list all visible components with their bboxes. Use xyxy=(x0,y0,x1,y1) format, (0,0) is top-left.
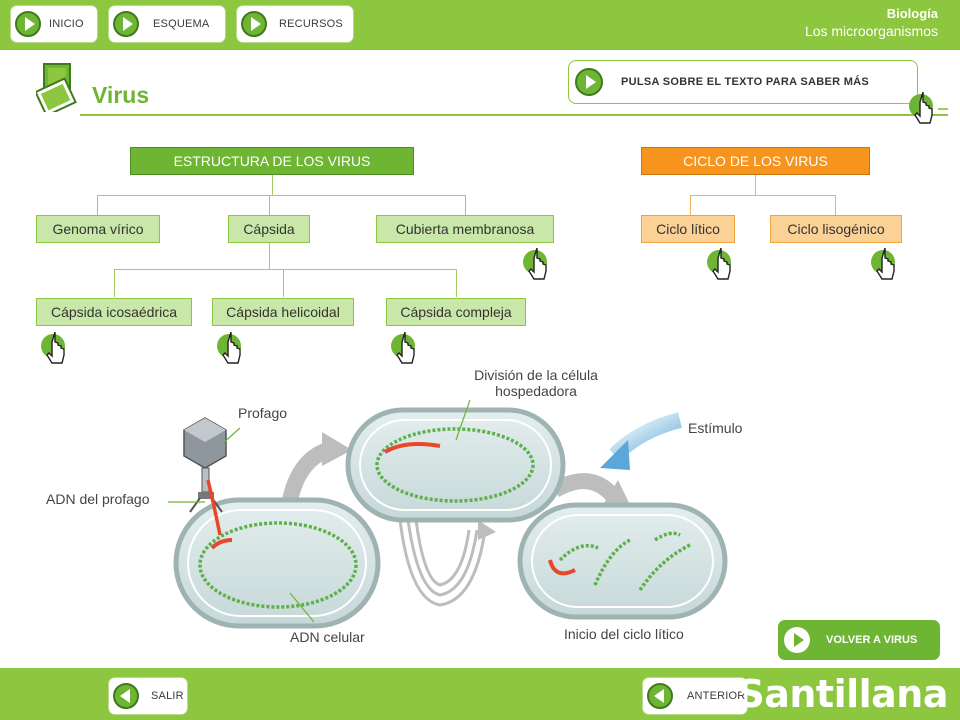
salir-label: SALIR xyxy=(151,690,184,702)
subject-topic: Los microorganismos xyxy=(804,23,938,39)
play-icon xyxy=(15,11,41,37)
cycle-head-box[interactable]: CICLO DE LOS VIRUS xyxy=(641,147,870,175)
play-icon xyxy=(241,11,267,37)
host-cell-3 xyxy=(517,502,728,620)
division-label-line2: hospedadora xyxy=(495,383,577,399)
hand-pointer-icon[interactable] xyxy=(388,332,422,370)
recursos-button[interactable]: RECURSOS xyxy=(236,5,354,43)
host-cell-1 xyxy=(173,497,381,629)
hint-text: PULSA SOBRE EL TEXTO PARA SABER MÁS xyxy=(621,76,870,88)
connector xyxy=(97,195,98,215)
capsida-box[interactable]: Cápsida xyxy=(228,215,310,243)
title-line-end xyxy=(938,108,948,110)
bacteriophage xyxy=(183,417,227,536)
inicio-label: INICIO xyxy=(49,18,84,30)
back-icon xyxy=(647,683,673,709)
estimulo-label: Estímulo xyxy=(688,420,743,436)
connector xyxy=(269,195,270,215)
esquema-button[interactable]: ESQUEMA xyxy=(108,5,226,43)
play-icon xyxy=(575,68,603,96)
hand-pointer-icon[interactable] xyxy=(38,332,72,370)
adn-celular-label: ADN celular xyxy=(290,629,365,645)
connector xyxy=(269,243,270,269)
profago-label: Profago xyxy=(238,405,288,421)
helicoidal-box[interactable]: Cápsida helicoidal xyxy=(212,298,354,326)
cubierta-box[interactable]: Cubierta membranosa xyxy=(376,215,554,243)
play-icon xyxy=(784,627,810,653)
hint-box: PULSA SOBRE EL TEXTO PARA SABER MÁS xyxy=(568,60,918,104)
volver-label: VOLVER A VIRUS xyxy=(826,634,918,646)
hand-pointer-icon[interactable] xyxy=(906,92,940,130)
ciclo-lisogenico-box[interactable]: Ciclo lisogénico xyxy=(770,215,902,243)
icosaedrica-box[interactable]: Cápsida icosaédrica xyxy=(36,298,192,326)
compleja-box[interactable]: Cápsida compleja xyxy=(386,298,526,326)
slides-icon xyxy=(36,63,77,112)
anterior-label: ANTERIOR xyxy=(687,690,746,702)
connector xyxy=(114,269,115,297)
inicio-litico-label: Inicio del ciclo lítico xyxy=(564,626,684,642)
division-label-line1: División de la célula xyxy=(474,367,598,383)
anterior-button[interactable]: ANTERIOR xyxy=(642,677,748,715)
connector xyxy=(690,195,691,215)
ciclo-litico-box[interactable]: Ciclo lítico xyxy=(641,215,735,243)
genoma-box[interactable]: Genoma vírico xyxy=(36,215,160,243)
connector xyxy=(272,175,273,195)
connector xyxy=(465,195,466,215)
subject-title: Biología xyxy=(886,6,938,21)
connector xyxy=(97,195,466,196)
page-title: Virus xyxy=(92,82,150,108)
inicio-button[interactable]: INICIO xyxy=(10,5,98,43)
hand-pointer-icon[interactable] xyxy=(704,248,738,286)
recursos-label: RECURSOS xyxy=(279,18,343,30)
connector xyxy=(456,269,457,297)
hand-pointer-icon[interactable] xyxy=(868,248,902,286)
salir-button[interactable]: SALIR xyxy=(108,677,188,715)
volver-a-virus-button[interactable]: VOLVER A VIRUS xyxy=(778,620,940,660)
back-icon xyxy=(113,683,139,709)
hand-pointer-icon[interactable] xyxy=(520,248,554,286)
connector xyxy=(283,269,284,297)
adn-profago-label: ADN del profago xyxy=(46,491,150,507)
title-underline xyxy=(80,114,948,116)
esquema-label: ESQUEMA xyxy=(153,18,210,30)
connector xyxy=(755,175,756,195)
subject-header: Biología Los microorganismos xyxy=(805,6,938,39)
structure-head-box[interactable]: ESTRUCTURA DE LOS VIRUS xyxy=(130,147,414,175)
connector xyxy=(835,195,836,215)
hand-pointer-icon[interactable] xyxy=(214,332,248,370)
connector xyxy=(114,269,457,270)
play-icon xyxy=(113,11,139,37)
division-label: División de la célula hospedadora xyxy=(450,367,622,399)
connector xyxy=(690,195,836,196)
host-cell-2 xyxy=(345,407,566,523)
santillana-logo: Santillana xyxy=(737,672,948,716)
